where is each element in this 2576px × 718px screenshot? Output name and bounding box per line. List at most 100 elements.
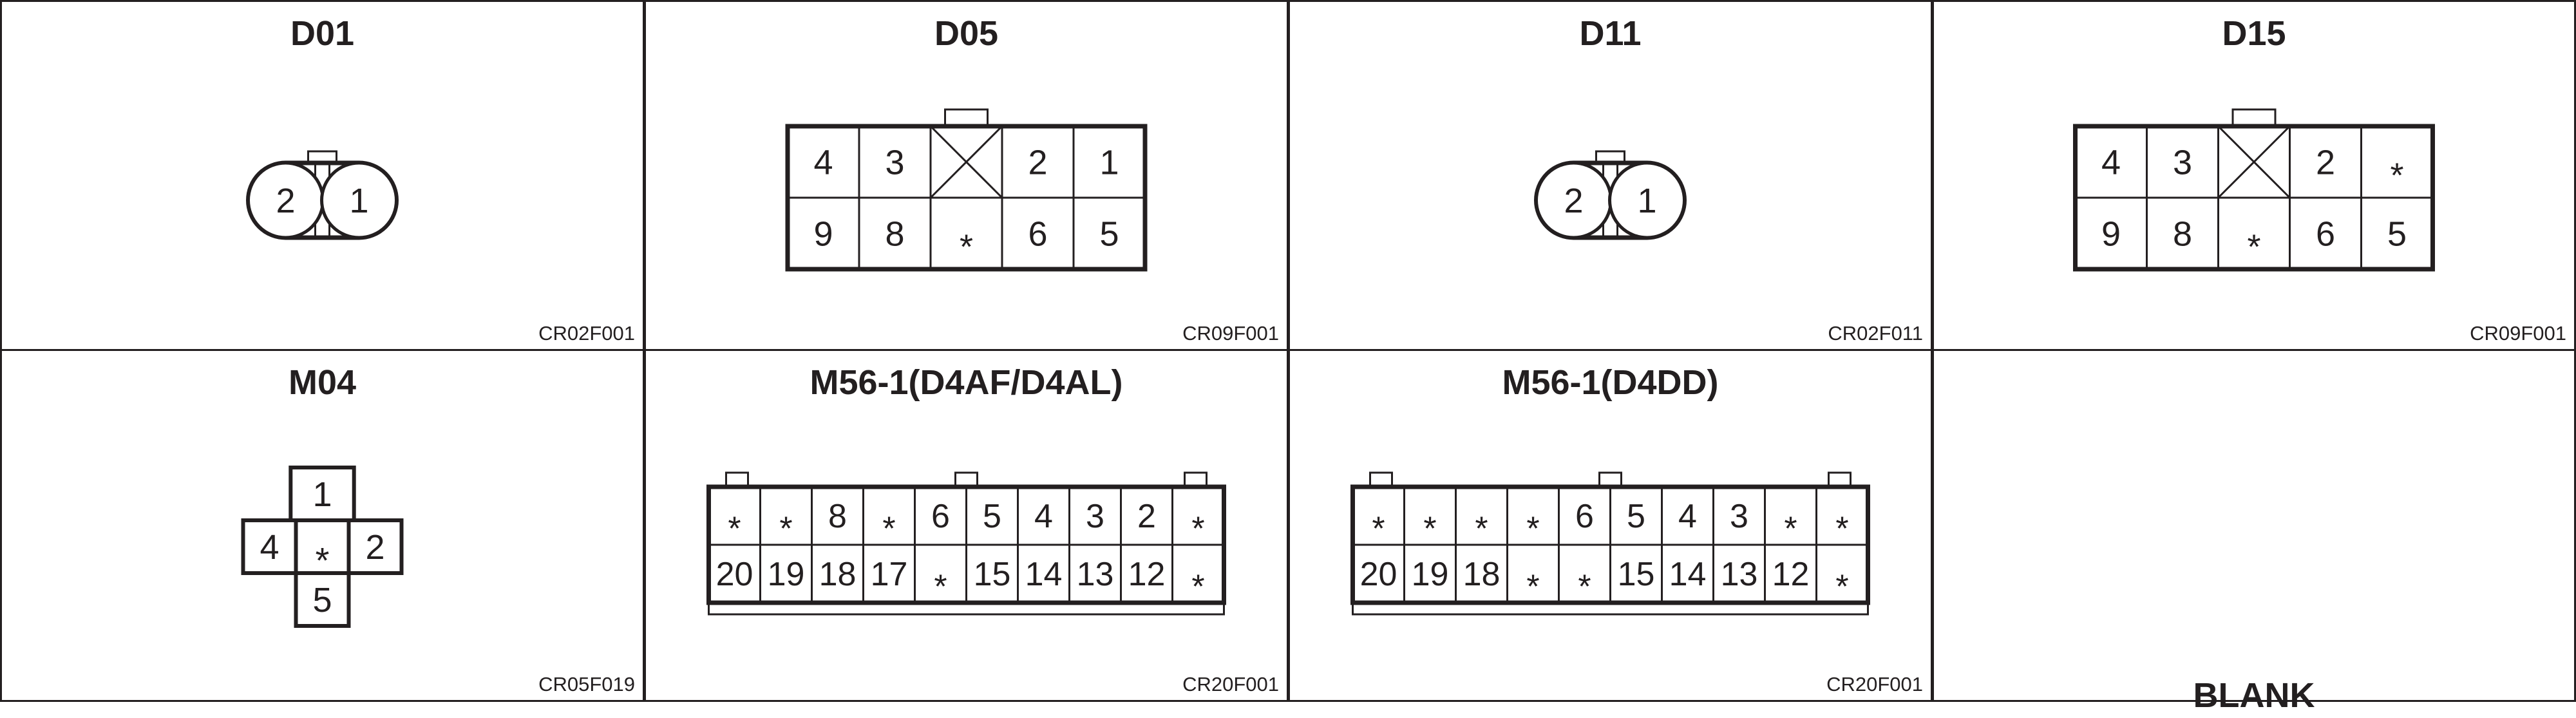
pin-number: 15 [974,556,1011,593]
pin-number: 12 [1128,556,1166,593]
figure-code: CR20F001 [1182,673,1279,695]
connector-title: D01 [290,14,355,53]
figure-code: CR20F001 [1826,673,1923,695]
pin-number: 2 [276,182,295,220]
pin-number: 8 [2173,214,2192,253]
pin-cavity [294,571,351,628]
pin-number: 1 [1637,182,1656,220]
figure-code: CR09F001 [1182,322,1279,345]
pin-unused-star: * [1578,568,1591,605]
pin-cavity [1608,161,1686,240]
pin-number: 17 [871,556,908,593]
connector-title: M56-1(D4AF/D4AL) [810,363,1123,402]
pin-number: 20 [1360,556,1397,593]
pin-unused-star: * [882,510,895,547]
pin-number: 4 [260,528,279,567]
pin-number: 18 [1463,556,1501,593]
pin-number: 2 [1564,182,1583,220]
figure-code: CR02F001 [538,322,635,345]
pin-number: 3 [1086,498,1104,535]
connector-title: D15 [2222,14,2286,53]
pin-number: 6 [2316,214,2335,253]
connector-latch [2231,108,2277,128]
pin-number: 4 [2101,143,2121,182]
figure-code: CR02F011 [1828,322,1923,345]
pin-number: 2 [365,528,384,567]
pin-number: 20 [716,556,753,593]
pin-cavity [320,161,398,240]
pin-unused-star: * [1475,510,1488,547]
connector-title: D11 [1579,14,1642,53]
pin-unused-star: * [316,540,330,580]
pin-number: 3 [2173,143,2192,182]
pin-number: 14 [1025,556,1063,593]
figure-code: CR05F019 [538,673,635,695]
pin-number: 9 [813,214,833,253]
pin-number: 6 [931,498,950,535]
connector-title: D05 [934,14,999,53]
pin-number: 2 [1137,498,1156,535]
pin-unused-star: * [2390,156,2403,194]
pin-number: 5 [983,498,1001,535]
pin-number: 12 [1772,556,1810,593]
pin-number: 1 [349,182,368,220]
pin-unused-star: * [1191,510,1204,547]
pin-number: 15 [1618,556,1655,593]
pin-unused-star: * [1372,510,1385,547]
pin-number: 3 [885,143,904,182]
pin-unused-star: * [1526,568,1539,605]
pin-unused-star: * [1784,510,1797,547]
connector-title: M04 [288,363,357,402]
pin-unused-star: * [779,510,792,547]
connector-title: M56-1(D4DD) [1502,363,1719,402]
pin-number: 1 [312,475,332,514]
pin-cavity [346,518,404,575]
pin-number: 19 [1412,556,1449,593]
pin-number: 4 [1678,498,1697,535]
pin-number: 19 [768,556,805,593]
pin-number: 4 [1034,498,1053,535]
pin-unused-star: * [1191,568,1204,605]
pin-unused-star: * [1835,510,1848,547]
connector-cell-blank: BLANK [1932,349,2576,715]
pin-number: 14 [1669,556,1707,593]
pin-number: 13 [1077,556,1114,593]
pin-unused-star: * [1423,510,1436,547]
blocked-cavity-cross [2217,125,2291,199]
pin-unused-star: * [934,568,947,605]
pin-number: 6 [1028,214,1047,253]
figure-code: CR09F001 [2470,322,2566,345]
pin-number: 13 [1721,556,1758,593]
pin-number: 9 [2101,214,2121,253]
connector-drawing: 14 * 25 [241,466,404,628]
pin-number: 5 [1627,498,1645,535]
pin-number: 8 [885,214,904,253]
blocked-cavity-cross [929,125,1003,199]
pin-number: 1 [1099,143,1119,182]
pin-number: 18 [819,556,857,593]
pin-unused-star: * [728,510,741,547]
pin-number: 3 [1730,498,1748,535]
pin-unused-star: * [1835,568,1848,605]
pin-number: 2 [1028,143,1047,182]
pin-number: 8 [828,498,847,535]
pin-unused-star: * [2247,227,2260,266]
pin-number: 5 [1099,214,1119,253]
pin-cavity [241,518,298,575]
pin-number: 5 [312,581,332,619]
pin-number: 6 [1575,498,1594,535]
